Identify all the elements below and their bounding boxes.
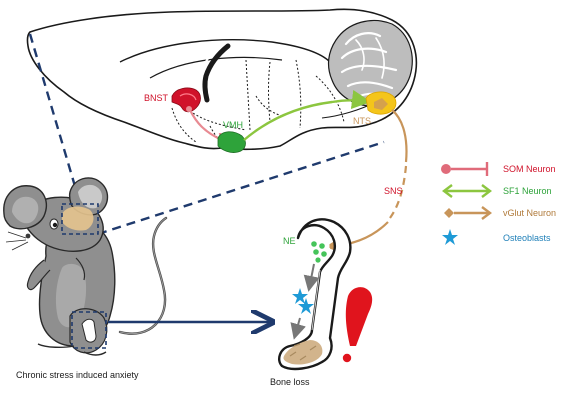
legend-label-vglut: vGlut Neuron (503, 208, 556, 218)
som-icon (441, 164, 451, 174)
legend-label-sf1: SF1 Neuron (503, 186, 552, 196)
legend: SOM Neuron SF1 Neuron vGlut Neuron Osteo… (441, 162, 556, 245)
cerebellum (329, 21, 413, 106)
nts-label: NTS (353, 116, 371, 126)
vglut-icon (444, 208, 454, 218)
ne-label: NE (283, 236, 296, 246)
star-icon (442, 229, 458, 245)
exclamation-icon (343, 287, 372, 362)
vglut-pathway (334, 110, 406, 246)
legend-label-osteoblasts: Osteoblasts (503, 233, 551, 243)
caption-bone: Bone loss (270, 377, 310, 387)
legend-item-som: SOM Neuron (441, 162, 556, 176)
legend-item-osteoblasts: Osteoblasts (442, 229, 551, 245)
sns-label: SNS (384, 186, 403, 196)
mouse-illustration (4, 178, 166, 355)
legend-label-som: SOM Neuron (503, 164, 556, 174)
vmh-label: VMH (223, 120, 243, 130)
legend-item-vglut: vGlut Neuron (444, 207, 556, 219)
caption-left: Chronic stress induced anxiety (16, 370, 139, 380)
legend-item-sf1: SF1 Neuron (444, 185, 552, 197)
bnst-label: BNST (144, 93, 169, 103)
